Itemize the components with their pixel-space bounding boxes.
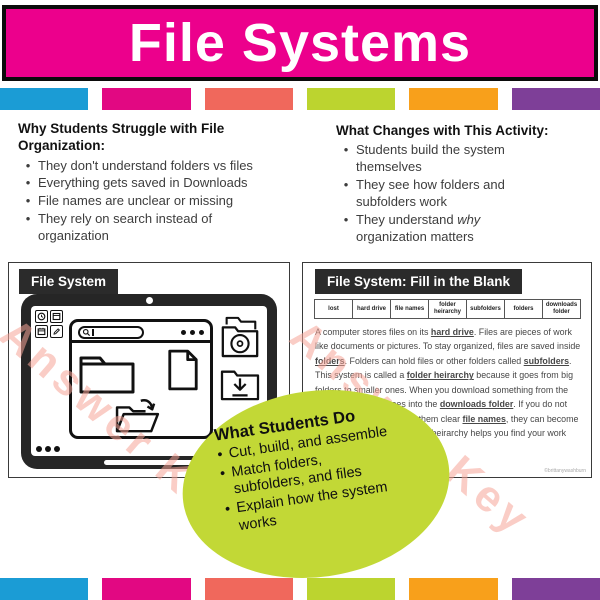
intro-left-bullets: • They don't understand folders vs files… (18, 158, 278, 245)
word-bank-cell: subfolders (466, 299, 505, 320)
bullet-dot: • (343, 142, 349, 158)
bullet-text: They understand why organization matters (356, 211, 481, 244)
camera-dot-icon (145, 297, 153, 304)
word-bank-cell: downloads folder (542, 299, 581, 320)
stripe (0, 578, 89, 600)
window-dots-icon (181, 330, 204, 335)
stripe-row-top (0, 88, 600, 110)
bullet-item: • Everything gets saved in Downloads (18, 175, 278, 192)
bullet-dot: • (343, 211, 349, 227)
title-banner: File Systems (2, 5, 598, 81)
bullet-dot: • (25, 175, 31, 191)
bullet-item: • They don't understand folders vs files (18, 158, 278, 175)
stripe-row-bottom (0, 578, 600, 600)
bullet-item: • They understand why organization matte… (336, 212, 561, 246)
word-bank-cell: file names (390, 299, 429, 320)
word-bank-word: file names (394, 305, 425, 312)
stripe (204, 578, 293, 600)
app-grid (35, 310, 63, 338)
stripe (511, 578, 600, 600)
window-icon (50, 310, 63, 323)
intro-left-column: Why Students Struggle with File Organiza… (18, 120, 278, 246)
stripe (306, 578, 396, 600)
pencil-icon (50, 325, 63, 338)
tablet-illustration (21, 294, 277, 469)
file-system-card: File System (0, 262, 290, 544)
text-cursor (92, 328, 94, 336)
side-icons (219, 314, 261, 410)
intro-right-heading: What Changes with This Activity: (336, 123, 549, 138)
bullet-dot: • (25, 211, 31, 227)
browser-top-bar (72, 322, 210, 343)
clock-icon (35, 310, 48, 323)
card-label: File System (19, 269, 119, 294)
word-bank-cell: folders (504, 299, 543, 320)
bullet-item: • File names are unclear or missing (18, 193, 278, 210)
stripe (102, 578, 191, 600)
bullet-item: • They rely on search instead of organiz… (18, 211, 278, 245)
tablet-screen (31, 306, 267, 456)
bullet-item: • They see how folders and subfolders wo… (336, 177, 561, 211)
browser-window (69, 319, 213, 439)
bullet-text: Everything gets saved in Downloads (38, 175, 248, 191)
word-bank: lost hard drive file names folder heirar… (314, 299, 581, 320)
word-bank-cell: folder heirarchy (428, 299, 467, 320)
bullet-text: Students build the system themselves (356, 142, 505, 175)
page-title: File Systems (128, 13, 472, 73)
word-bank-word: hard drive (356, 305, 386, 312)
bullet-text: File names are unclear or missing (38, 193, 234, 209)
bullet-dot: • (25, 193, 31, 209)
bullet-text: They see how folders and subfolders work (356, 177, 505, 209)
card-label: File System: Fill in the Blank (315, 269, 523, 294)
search-icon (82, 328, 91, 337)
bullet-text: They rely on search instead of organizat… (38, 211, 213, 244)
bullet-dot: • (343, 177, 349, 193)
bullet-dot: • (25, 157, 31, 173)
stripe (409, 578, 498, 600)
stripe (102, 88, 191, 110)
stripe (409, 88, 498, 110)
stripe (204, 88, 293, 110)
bullet-dot: • (216, 446, 224, 464)
folder-disk-icon (219, 314, 261, 358)
intro-right-bullets: • Students build the system themselves •… (336, 142, 561, 245)
bullet-item: • Students build the system themselves (336, 142, 561, 176)
word-bank-cell: hard drive (352, 299, 391, 320)
home-bar (104, 460, 194, 465)
document-icon (166, 348, 200, 392)
bullet-text: They don't understand folders vs files (38, 157, 253, 173)
credit-text: ©brittanywashburn (544, 468, 586, 474)
word-bank-word: folder heirarchy (433, 302, 461, 316)
download-folder-icon (219, 366, 261, 402)
word-bank-word: folders (513, 305, 534, 312)
word-bank-cell: lost (314, 299, 353, 320)
stripe (511, 88, 600, 110)
stripe (0, 88, 89, 110)
word-bank-word: downloads folder (545, 302, 578, 316)
word-bank-word: lost (328, 305, 339, 312)
intro-left-heading: Why Students Struggle with File Organiza… (18, 121, 225, 154)
word-bank-word: subfolders (470, 305, 501, 312)
calendar-icon (35, 325, 48, 338)
screen-dots-icon (36, 446, 60, 452)
stripe (306, 88, 396, 110)
blob-content: What Students Do • Cut, build, and assem… (207, 400, 421, 539)
intro-right-column: What Changes with This Activity: • Stude… (336, 122, 561, 247)
open-folder-arrow-icon (112, 397, 162, 435)
folder-icon (78, 352, 136, 394)
search-bar (78, 325, 144, 339)
